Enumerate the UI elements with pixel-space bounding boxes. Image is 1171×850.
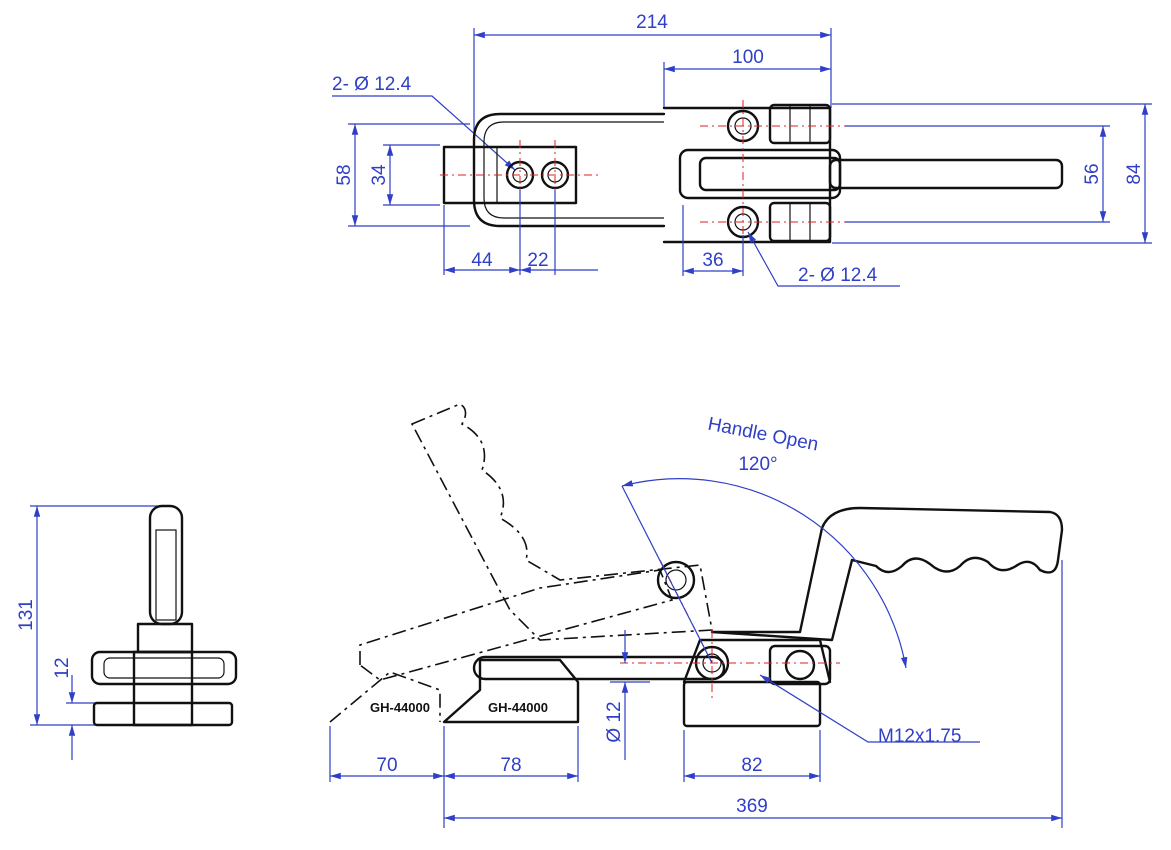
side-base	[92, 701, 234, 727]
hole-callout-right: 2- Ø 12.4	[798, 265, 878, 286]
dim-22-label: 22	[527, 250, 548, 271]
dim-34-label: 34	[369, 164, 390, 186]
front-base	[442, 658, 580, 724]
angle-label: 120°	[738, 454, 777, 475]
ghost-handle	[410, 403, 713, 641]
dim-12-side-label: 12	[52, 657, 73, 678]
dim-131-label: 131	[16, 599, 37, 631]
dim-44-label: 44	[471, 250, 493, 271]
handle-open-label: Handle Open	[706, 414, 820, 456]
front-pivot-base	[682, 680, 822, 728]
angle-arc	[621, 478, 908, 669]
top-pivot-body	[662, 106, 832, 244]
thread-label: M12x1.75	[878, 726, 961, 747]
side-handle	[148, 504, 184, 626]
dim-82-label: 82	[741, 755, 762, 776]
dim-70-label: 70	[376, 755, 397, 776]
top-view: 214 100 2- Ø 12.4	[332, 12, 1152, 287]
dim-214-label: 214	[636, 12, 668, 33]
dim-56-label: 56	[1082, 163, 1103, 184]
dim-36-label: 36	[702, 250, 723, 271]
dim-bolt-label: Ø 12	[604, 701, 625, 742]
dim-369-label: 369	[736, 796, 768, 817]
dim-58-label: 58	[334, 164, 355, 185]
top-u-bar	[472, 112, 666, 228]
top-handle	[828, 158, 1064, 190]
model-label: GH-44000	[488, 700, 548, 715]
front-view: GH-44000 GH-44000 Handle Open 120° Ø 12 …	[329, 403, 1064, 828]
ghost-model-label: GH-44000	[370, 700, 430, 715]
dim-100-label: 100	[732, 47, 764, 68]
dim-78-label: 78	[500, 755, 521, 776]
side-view: 131 12	[16, 504, 238, 760]
dim-84-label: 84	[1124, 163, 1145, 185]
front-handle	[710, 506, 1064, 642]
hole-callout-left: 2- Ø 12.4	[332, 74, 412, 95]
